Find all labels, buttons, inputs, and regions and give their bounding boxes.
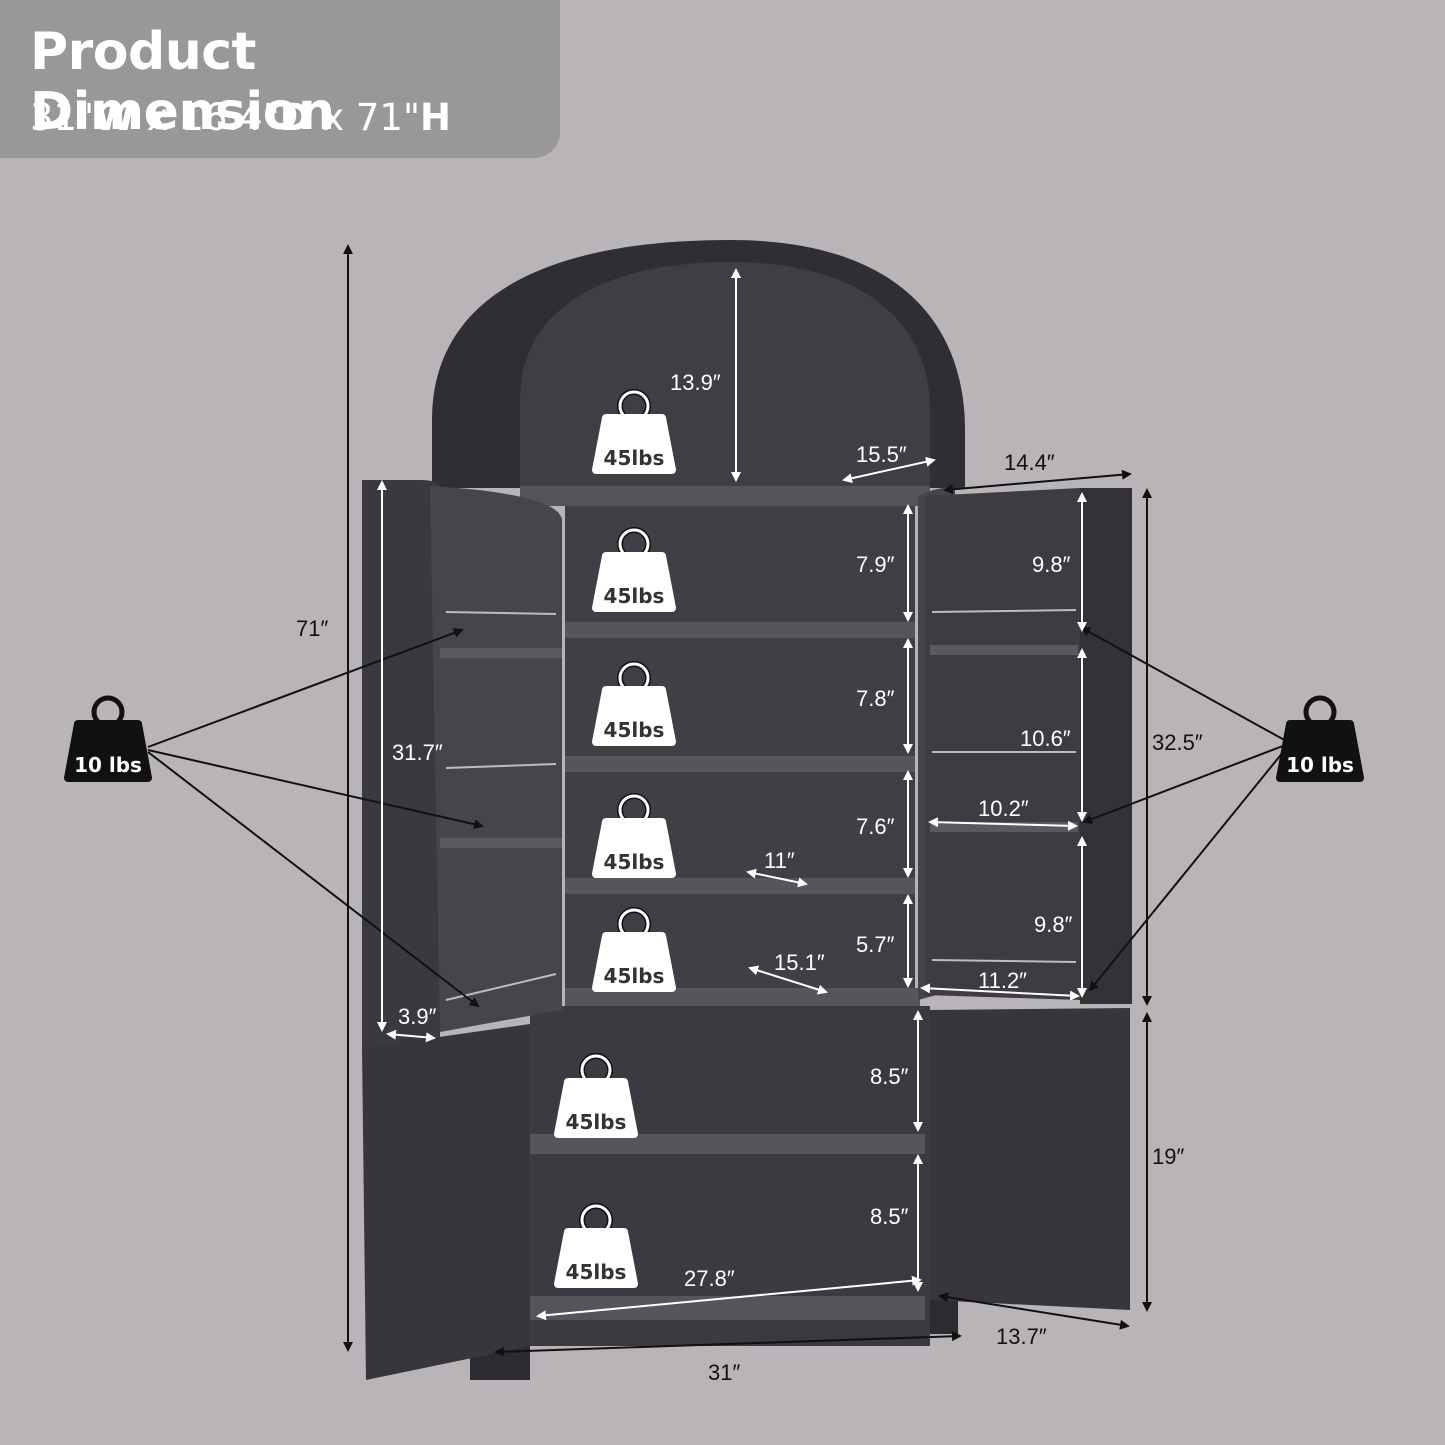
- left-door-depth-label: 3.9″: [398, 1004, 437, 1029]
- weight-icon: 45lbs: [596, 664, 672, 742]
- lower-height-label: 19″: [1152, 1144, 1184, 1169]
- dimension-labels: 71″ 31″ 13.7″ 32.5″ 19″ 14.4″ 13.9″ 15.5…: [296, 370, 1203, 1385]
- page-title: Product Dimension: [30, 22, 335, 142]
- shelf-depth-b-label: 15.1″: [774, 950, 825, 975]
- arch-height-label: 13.9″: [670, 370, 721, 395]
- weight-icon: 45lbs: [596, 910, 672, 988]
- weight-icon: 45lbs: [596, 392, 672, 470]
- lower-shelf-2-height-label: 8.5″: [870, 1204, 909, 1229]
- weight-label: 45lbs: [604, 584, 665, 608]
- shelf-3-height-label: 7.6″: [856, 814, 895, 839]
- overall-height-label: 71″: [296, 616, 328, 641]
- weight-icon: 45lbs: [558, 1056, 634, 1134]
- depth-value: x 16.4": [134, 96, 280, 139]
- dimension-lines: [147, 244, 1289, 1357]
- width-value: 31": [30, 96, 95, 139]
- cabinet-body: [362, 240, 1132, 1380]
- weight-label: 45lbs: [604, 850, 665, 874]
- right-door-bottom-width-label: 11.2″: [978, 968, 1027, 993]
- depth-unit: D: [279, 96, 311, 139]
- lower-shelf-1-height-label: 8.5″: [870, 1064, 909, 1089]
- overall-dimensions: 31"W x 16.4"D x 71"H: [30, 96, 451, 139]
- weight-icon-left: 10 lbs: [68, 698, 148, 778]
- upper-height-label: 32.5″: [1152, 730, 1203, 755]
- title-panel: Product Dimension 31"W x 16.4"D x 71"H: [0, 0, 560, 158]
- top-depth-label: 14.4″: [1004, 450, 1055, 475]
- weight-icon: 45lbs: [596, 530, 672, 608]
- shelf-1-height-label: 7.9″: [856, 552, 895, 577]
- overall-width-label: 31″: [708, 1360, 740, 1385]
- weight-icon: 45lbs: [558, 1206, 634, 1284]
- weight-label: 45lbs: [604, 446, 665, 470]
- weight-icon: 45lbs: [596, 796, 672, 874]
- right-door-width-label: 10.2″: [978, 796, 1029, 821]
- arch-depth-label: 15.5″: [856, 442, 907, 467]
- right-door-low-label: 9.8″: [1034, 912, 1073, 937]
- height-unit: H: [420, 96, 451, 139]
- inner-dimension-lines: [377, 268, 1087, 1321]
- left-door-height-label: 31.7″: [392, 740, 443, 765]
- weight-label: 45lbs: [566, 1110, 627, 1134]
- right-door-mid-label: 10.6″: [1020, 726, 1071, 751]
- shelf-depth-a-label: 11″: [764, 848, 795, 873]
- bottom-depth-label: 13.7″: [996, 1324, 1047, 1349]
- inner-width-label: 27.8″: [684, 1266, 735, 1291]
- shelf-weight-icons: 45lbs 45lbs 45lbs 45lbs 45lbs 45lbs 45lb…: [558, 392, 672, 1284]
- width-unit: W: [94, 96, 135, 139]
- weight-label: 45lbs: [604, 964, 665, 988]
- weight-icon-right: 10 lbs: [1280, 698, 1360, 778]
- shelf-2-height-label: 7.8″: [856, 686, 895, 711]
- weight-label: 10 lbs: [74, 753, 142, 777]
- right-door-top-label: 9.8″: [1032, 552, 1071, 577]
- weight-label: 45lbs: [566, 1260, 627, 1284]
- weight-label: 45lbs: [604, 718, 665, 742]
- weight-label: 10 lbs: [1286, 753, 1354, 777]
- door-weight-icons: 10 lbs 10 lbs: [68, 698, 1360, 778]
- shelf-4-height-label: 5.7″: [856, 932, 895, 957]
- height-value: x 71": [310, 96, 420, 139]
